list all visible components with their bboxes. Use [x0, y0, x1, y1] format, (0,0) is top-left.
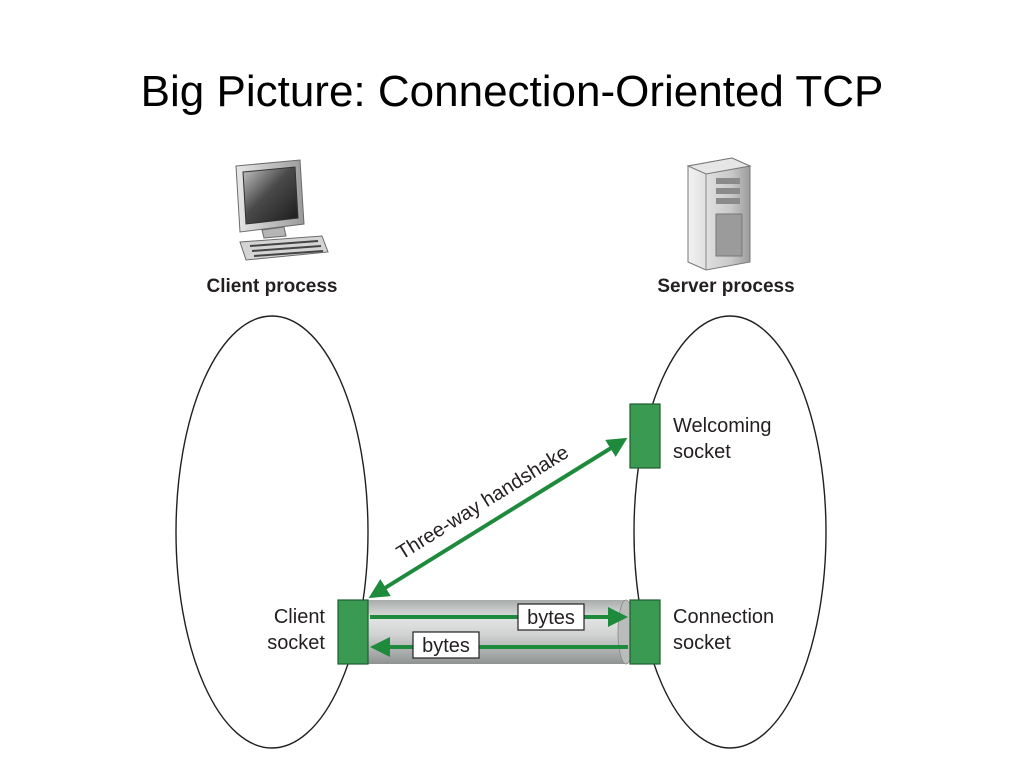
server-tower-icon: [686, 157, 752, 271]
bytes-label-top-text: bytes: [527, 607, 575, 629]
client-socket-label-line2: socket: [267, 632, 325, 654]
bytes-label-bottom: bytes: [412, 631, 480, 659]
desktop-computer-icon: [235, 159, 329, 261]
bytes-label-top: bytes: [517, 603, 585, 631]
welcoming-socket-label-line1: Welcoming: [673, 415, 772, 437]
slide-title: Big Picture: Connection-Oriented TCP: [140, 67, 884, 116]
server-process-ellipse: [633, 315, 827, 749]
server-process-label: Server process: [657, 276, 794, 297]
bytes-label-bottom-text: bytes: [422, 635, 470, 657]
client-socket: [337, 599, 369, 665]
connection-socket-label-line1: Connection: [673, 606, 774, 628]
client-process-label: Client process: [207, 276, 338, 297]
handshake-label: Three-way handshake: [393, 441, 573, 564]
handshake-arrow: [368, 437, 628, 599]
welcoming-socket: [629, 403, 661, 469]
tcp-connection-pipe: [366, 599, 635, 665]
welcoming-socket-label-line2: socket: [673, 441, 731, 463]
client-process-ellipse: [175, 315, 369, 749]
client-socket-label-line1: Client: [274, 606, 326, 628]
connection-socket: [629, 599, 661, 665]
connection-socket-label-line2: socket: [673, 632, 731, 654]
